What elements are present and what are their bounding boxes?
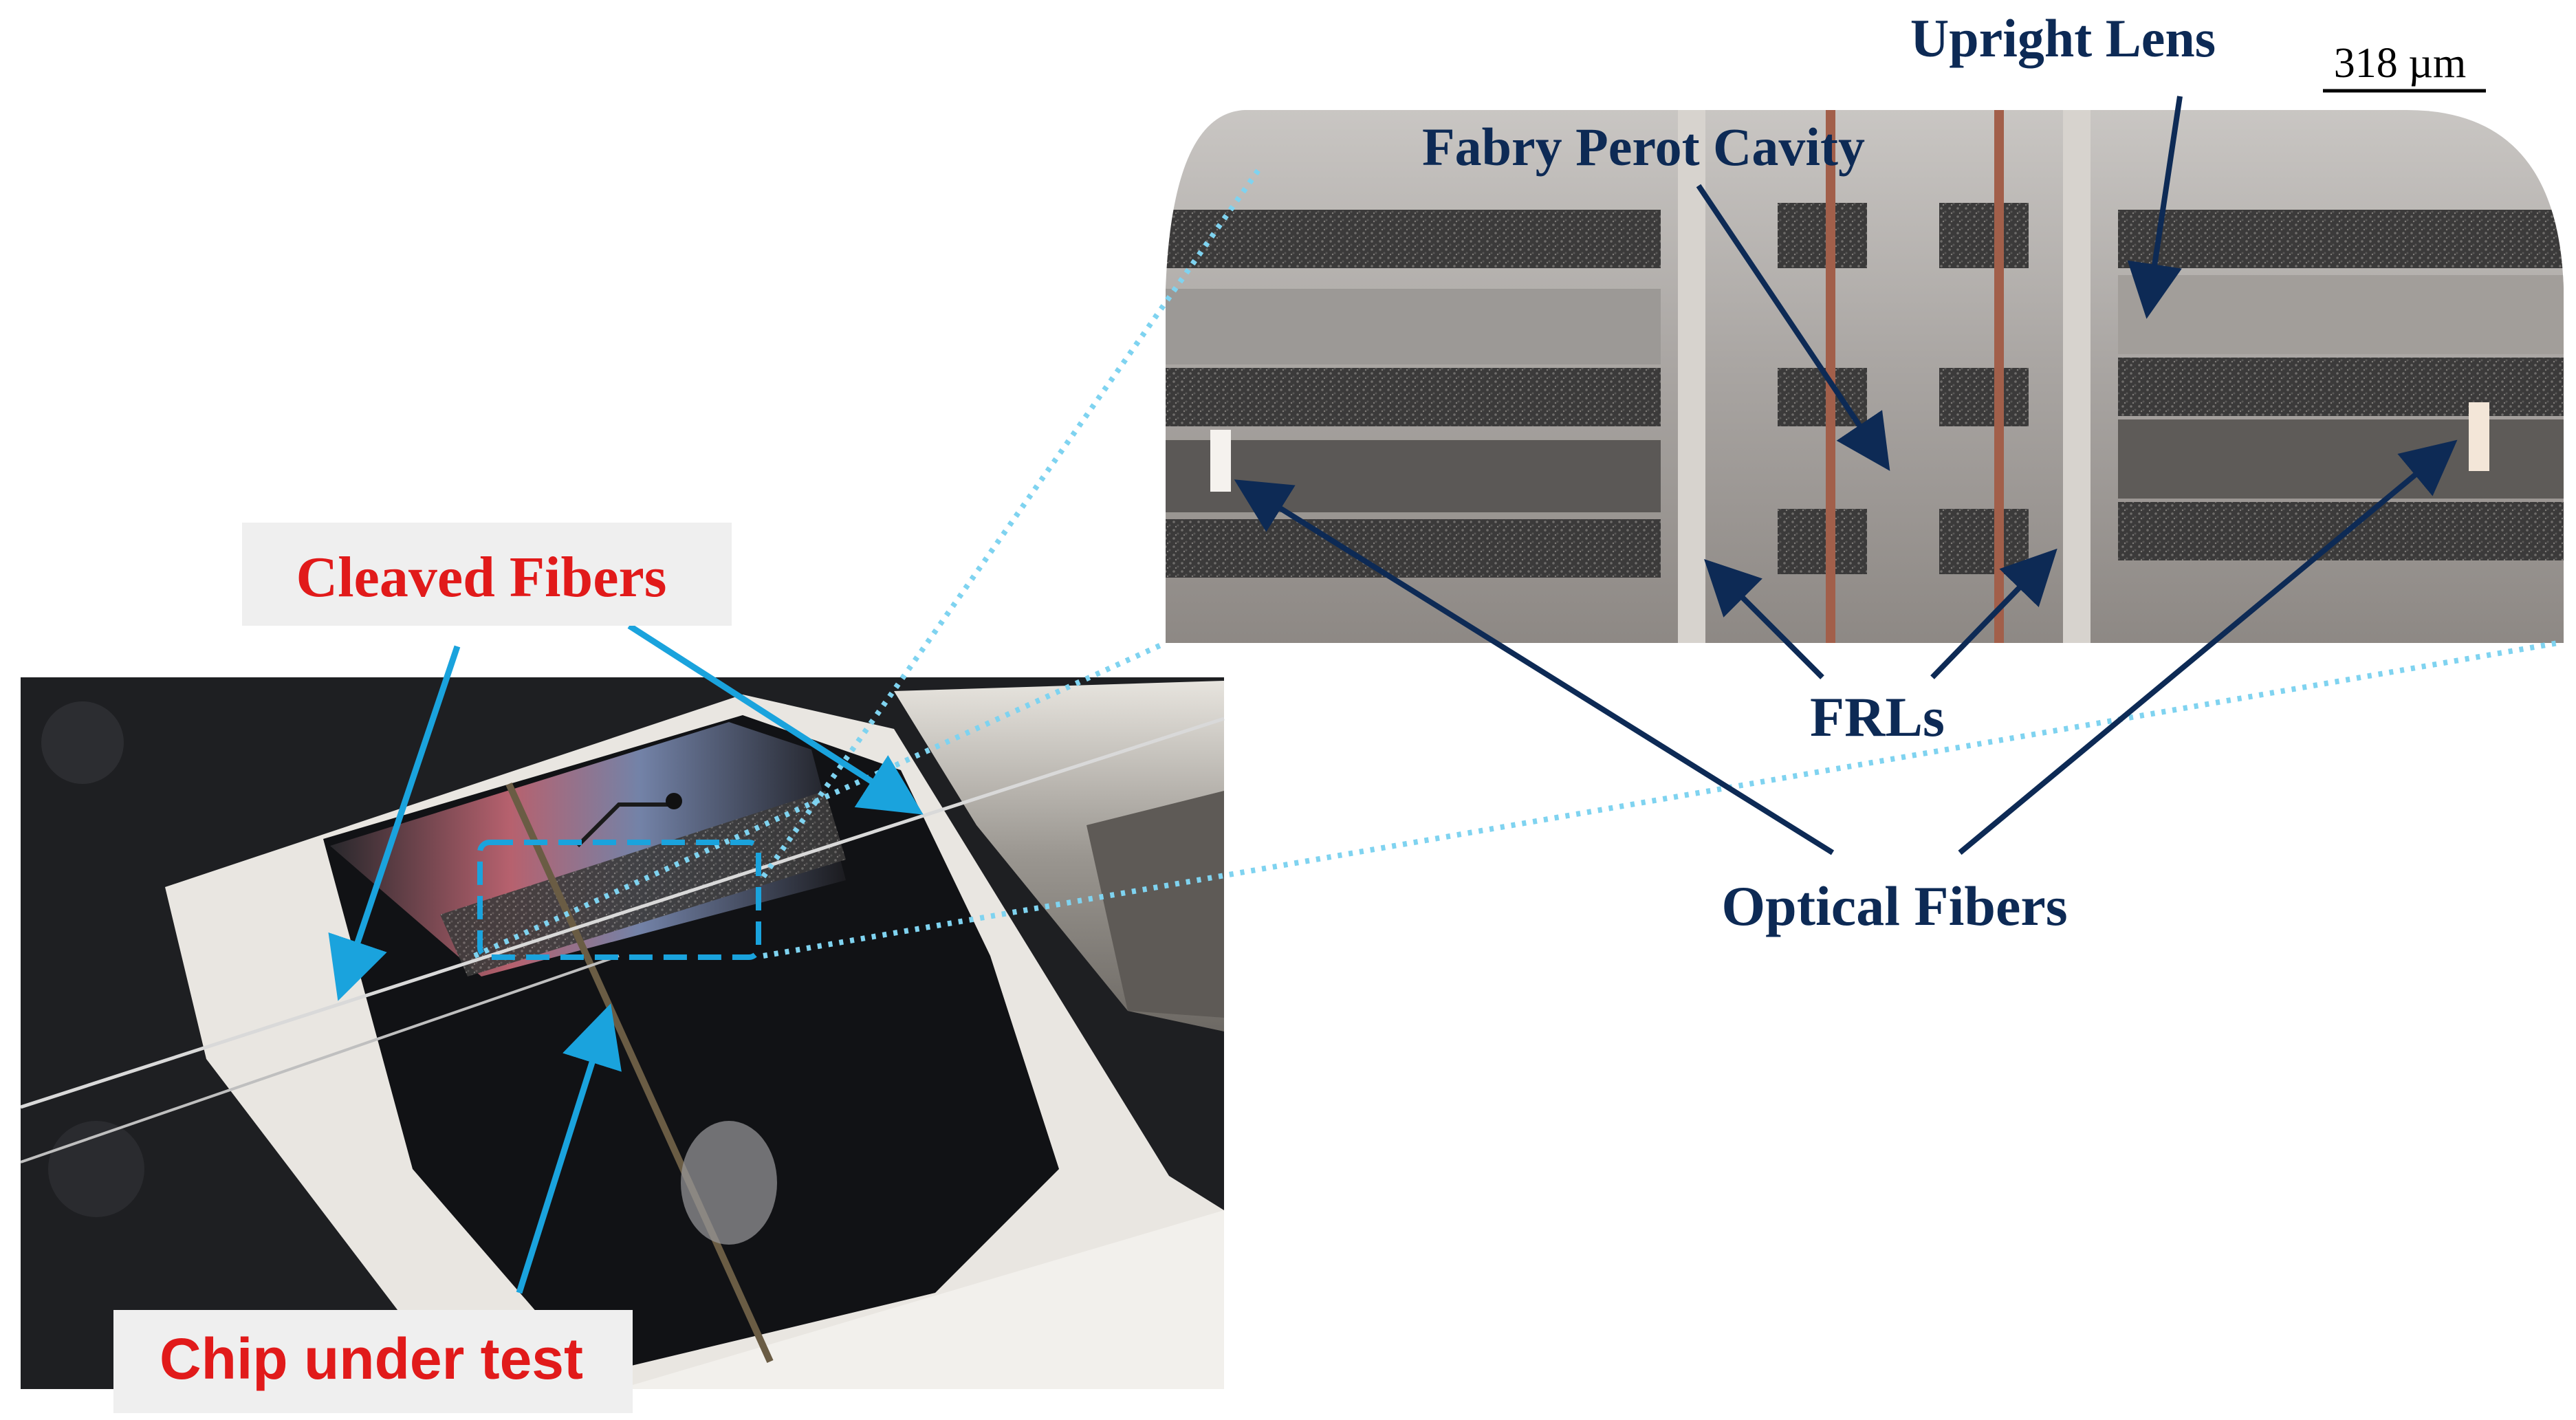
label-upright-lens: Upright Lens: [1910, 8, 2216, 68]
label-cleaved-fibers: Cleaved Fibers: [296, 545, 667, 609]
arrow-fabry-perot: [1696, 184, 1890, 471]
cleaved-fibers-callout: Cleaved Fibers: [242, 523, 732, 626]
setup-photo: [20, 677, 1225, 1406]
label-fabry-perot-cavity: Fabry Perot Cavity: [1422, 117, 1865, 177]
arrow-optical-fiber-left: [1234, 479, 1835, 855]
label-chip-under-test: Chip under test: [160, 1326, 583, 1391]
microscope-zoom: [1166, 110, 2564, 643]
navy-arrows: [1234, 96, 2458, 855]
left-fiber-grooves: [1166, 210, 1661, 578]
arrow-cleaved-fiber-left: [328, 645, 461, 1001]
label-frls: FRLs: [1810, 686, 1945, 748]
center-posts: [1778, 203, 2029, 574]
arrow-optical-fiber-right: [1958, 439, 2458, 855]
chip-under-test-callout: Chip under test: [113, 1310, 633, 1413]
region-of-interest-box: [477, 840, 761, 960]
arrow-chip-under-test: [516, 1003, 622, 1294]
arrow-upright-lens: [2127, 96, 2183, 319]
zoom-connectors: [473, 163, 2559, 959]
scale-bar-text: 318 µm: [2334, 40, 2466, 87]
arrow-cleaved-fiber-right: [627, 623, 924, 815]
cyan-arrows: [328, 623, 924, 1294]
arrow-frl-left: [1704, 559, 1824, 679]
arrow-frl-right: [1930, 548, 2057, 679]
label-optical-fibers: Optical Fibers: [1721, 875, 2067, 937]
scale-bar: 318 µm: [2323, 40, 2486, 93]
right-fiber-grooves: [2118, 210, 2564, 560]
